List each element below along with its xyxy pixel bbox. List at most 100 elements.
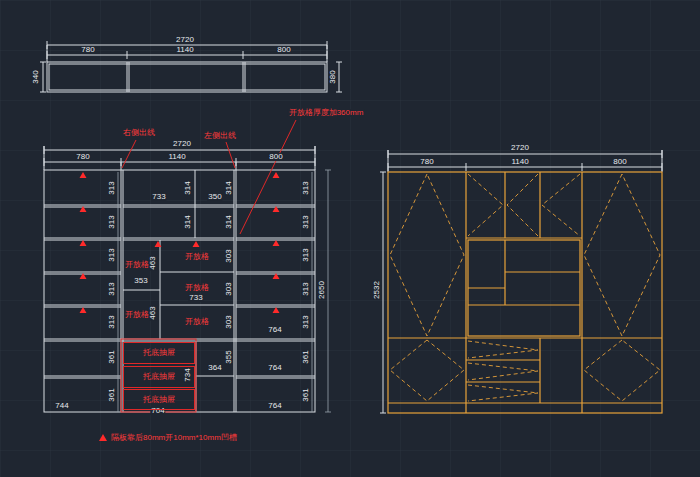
dimension-text: 764 [267,402,282,410]
dimension-text: 800 [612,158,627,166]
door-swing [584,174,660,336]
dimension-text: 313 [302,281,310,296]
dimension-text: 734 [184,367,192,382]
elevation-dimension [388,150,662,172]
dimension-text: 780 [419,158,434,166]
front-view [44,205,121,378]
groove-marker [80,172,87,313]
dimension-text: 2532 [373,280,381,300]
dimension-text: 361 [302,349,310,364]
dimension-text: 303 [225,314,233,329]
door-swing [390,340,464,401]
dimension-text: 313 [302,180,310,195]
door-elevation [388,338,662,403]
legend-text: 隔板靠后80mm开10mm*10mm凹槽 [111,434,237,442]
front-view [196,341,234,412]
dimension-text: 313 [108,281,116,296]
dimension-text: 313 [302,314,310,329]
dimension-text: 800 [268,153,283,161]
groove-marker [155,241,200,247]
dimension-text: 355 [225,349,233,364]
door-swing [390,174,660,401]
dimension-text: 364 [207,364,222,372]
dimension-text: 380 [329,69,337,84]
dimension-text: 353 [133,277,148,285]
dimension-text: 313 [302,214,310,229]
dimension-text: 744 [54,402,69,410]
door-swing [507,174,538,236]
dimension-text: 361 [108,349,116,364]
dimension-text: 361 [108,387,116,402]
dimension-text: 313 [302,247,310,262]
door-swing [542,174,580,236]
dimension-text: 314 [225,214,233,229]
drawer-outline [121,339,196,412]
leader-line [240,120,296,234]
groove-marker [273,172,280,313]
leader-line [226,142,235,168]
dimension-text: 2720 [175,36,195,44]
plan-view [47,62,327,92]
door-swing [468,363,538,380]
door-elevation [468,240,580,305]
callout-text: 开放格 [124,311,150,319]
drawer-box: 托底抽屉 [123,342,195,364]
callout-text: 开放格 [124,261,150,269]
dimension-text: 1140 [167,153,186,161]
dimension-text: 350 [207,193,222,201]
dimension-text: 361 [302,387,310,402]
plan-view [40,41,342,92]
door-swing [390,174,464,336]
front-view [121,170,236,412]
dimension-text: 303 [225,248,233,263]
dimension-text: 463 [149,255,157,270]
callout-text: 开放格 [184,318,210,326]
callout-text: 右侧出线 [122,129,156,137]
dimension-text: 314 [225,180,233,195]
dimension-text: 764 [267,326,282,334]
dimension-line [118,170,331,412]
drawer-label: 托底抽屉 [143,396,175,404]
dimension-text: 800 [276,46,291,54]
groove-marker [99,434,107,441]
callout-text: 开放格 [184,284,210,292]
elevation-dimension [380,150,662,413]
drawer-label: 托底抽屉 [143,373,175,381]
dimension-text: 1140 [510,158,529,166]
door-elevation [388,172,662,413]
drawer-box: 托底抽屉 [123,389,195,410]
callout-text: 开放格 [184,253,210,261]
dimension-text: 780 [80,46,95,54]
dimension-text: 314 [184,214,192,229]
drawer-box: 托底抽屉 [123,366,195,388]
plan-view [47,41,327,62]
dimension-text: 2720 [172,140,192,148]
plan-view [49,64,325,90]
door-swing [584,340,660,401]
front-view [44,146,315,170]
dimension-text: 313 [108,314,116,329]
dimension-text: 313 [108,214,116,229]
front-view [44,146,315,412]
callout-text: 开放格厚度加360mm [288,109,365,117]
leader-line [122,120,296,234]
plan-view [40,62,342,92]
drawer-label: 托底抽屉 [143,349,175,357]
dimension-text: 463 [149,305,157,320]
dimension-text: 704 [150,407,165,415]
dimension-line [118,170,331,412]
front-view [236,205,315,378]
dimension-text: 303 [225,281,233,296]
leader-line [122,140,136,168]
door-swing [468,385,538,401]
groove-marker [80,172,280,441]
door-elevation [388,172,662,413]
drawer-outline [121,339,196,412]
door-elevation [468,240,580,336]
door-swing [468,174,503,236]
dimension-text: 314 [184,180,192,195]
